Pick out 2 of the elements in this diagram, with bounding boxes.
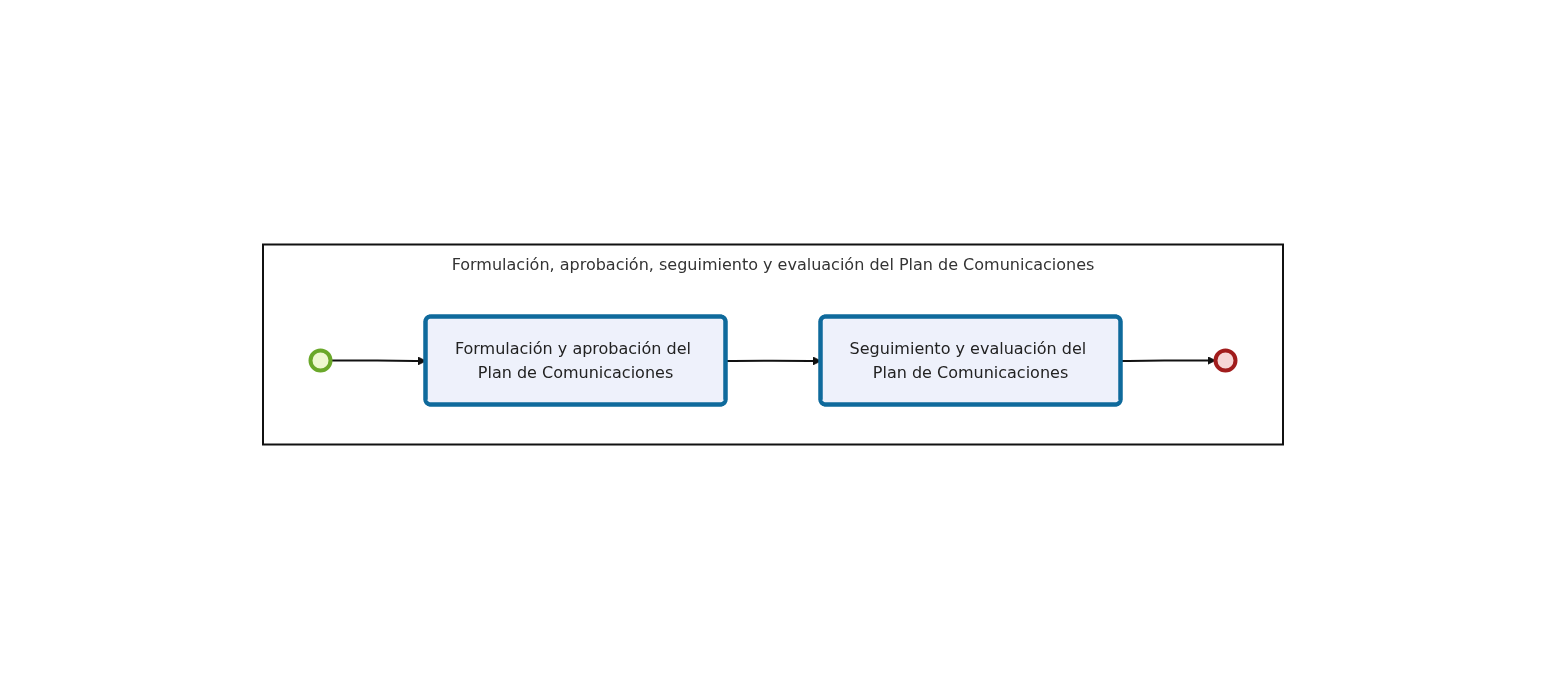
- node-circle: [1213, 348, 1238, 373]
- node-circle: [308, 348, 333, 373]
